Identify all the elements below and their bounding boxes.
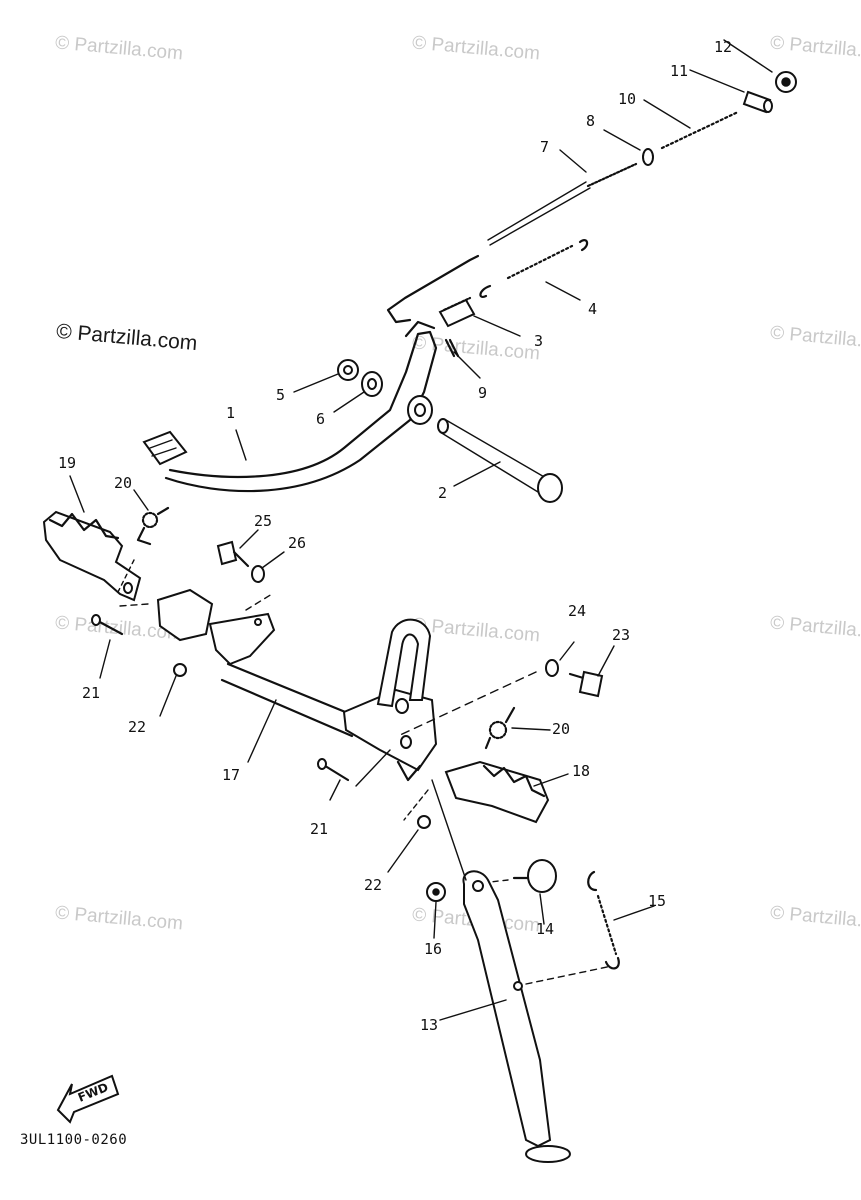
callout-11: 11	[670, 62, 688, 80]
fwd-arrow-icon: FWD	[56, 1074, 120, 1124]
callout-1: 1	[226, 404, 235, 422]
callout-21: 21	[82, 684, 100, 702]
part-26-washer	[251, 565, 265, 583]
callout-17: 17	[222, 766, 240, 784]
part-10-spring	[660, 110, 740, 150]
callout-7: 7	[540, 138, 549, 156]
part-17-footrest-bracket	[156, 588, 438, 782]
part-22-clip	[173, 663, 187, 677]
part-9-cotter-pin	[444, 338, 460, 358]
callout-20: 20	[114, 474, 132, 492]
part-1-brake-pedal	[142, 320, 438, 493]
callout-25: 25	[254, 512, 272, 530]
part-23-bolt	[568, 670, 604, 698]
part-11-adjuster	[742, 90, 773, 114]
callout-4: 4	[588, 300, 597, 318]
part-6-washer	[361, 371, 383, 397]
callout-23: 23	[612, 626, 630, 644]
part-7-brake-rod	[386, 162, 638, 324]
callout-22: 22	[128, 718, 146, 736]
part-21-pin	[91, 614, 124, 636]
part-18-footrest	[444, 760, 550, 824]
callout-24: 24	[568, 602, 586, 620]
part-3-clevis	[438, 296, 476, 328]
callout-5: 5	[276, 386, 285, 404]
callout-15: 15	[648, 892, 666, 910]
part-14-bolt	[512, 859, 557, 893]
part-24-washer	[545, 659, 559, 677]
part-2-pivot-shaft	[437, 418, 563, 503]
part-8-washer	[642, 148, 654, 166]
part-20-spring	[136, 506, 170, 546]
part-12-nut	[775, 71, 797, 93]
part-15-spring	[587, 870, 620, 970]
part-22-clip	[417, 815, 431, 829]
callout-16: 16	[424, 940, 442, 958]
diagram-code: 3UL1100-0260	[20, 1132, 128, 1148]
part-20-spring	[484, 706, 516, 750]
leader-lines	[69, 39, 773, 1021]
part-4-return-spring	[479, 239, 589, 298]
callout-labels: 12 11 10 8 7 4 3 9 5 6 1 2 19 20 25 26 2…	[58, 38, 732, 1034]
callout-9: 9	[478, 384, 487, 402]
part-16-nut	[426, 882, 446, 902]
callout-3: 3	[534, 332, 543, 350]
callout-8: 8	[586, 112, 595, 130]
callout-10: 10	[618, 90, 636, 108]
part-5-clip	[337, 359, 359, 381]
callout-2: 2	[438, 484, 447, 502]
callout-12: 12	[714, 38, 732, 56]
callout-20: 20	[552, 720, 570, 738]
callout-22: 22	[364, 876, 382, 894]
callout-14: 14	[536, 920, 554, 938]
part-13-sidestand	[462, 870, 571, 1163]
part-19-footrest	[42, 510, 142, 602]
callout-21: 21	[310, 820, 328, 838]
callout-13: 13	[420, 1016, 438, 1034]
callout-26: 26	[288, 534, 306, 552]
part-21-pin	[317, 758, 350, 782]
callout-18: 18	[572, 762, 590, 780]
callout-6: 6	[316, 410, 325, 428]
callout-19: 19	[58, 454, 76, 472]
part-25-bolt	[216, 540, 250, 568]
